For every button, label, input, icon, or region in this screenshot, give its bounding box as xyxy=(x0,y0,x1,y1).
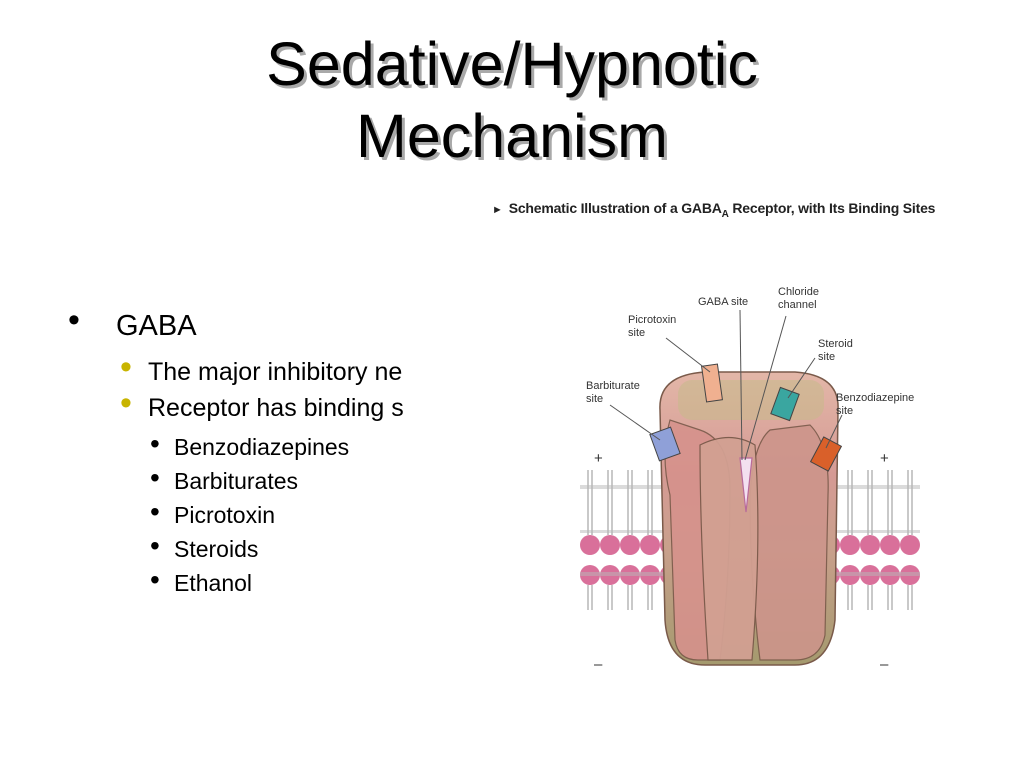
picrotoxin-site-label: Picrotoxin site xyxy=(628,314,677,339)
bullet-dot-icon: • xyxy=(150,530,160,561)
steroid-site-label: Steroid site xyxy=(818,338,853,363)
picrotoxin-site-marker xyxy=(701,363,723,403)
bullet-sub-2: Receptor has binding s xyxy=(148,394,404,422)
gaba-site-label: GABA site xyxy=(698,296,749,308)
bullet-dot-icon: • xyxy=(120,348,132,386)
caption-subscript: A xyxy=(721,208,729,220)
bullet-subsub-5: Ethanol xyxy=(174,570,253,596)
bullet-dot-icon: • xyxy=(150,462,160,493)
gaba-receptor-figure: Picrotoxin site GABA site Chloride chann… xyxy=(580,280,920,680)
bullet-gaba: GABA xyxy=(116,310,197,342)
charge-plus-right: + xyxy=(880,450,889,467)
charge-minus-left: – xyxy=(594,656,603,673)
barbiturate-site-marker xyxy=(649,426,681,462)
benzodiazepine-site-label: Benzodiazepine site xyxy=(836,392,915,417)
caption-post: Receptor, with Its Binding Sites xyxy=(728,200,936,216)
bullet-dot-icon: • xyxy=(150,496,160,527)
chloride-channel-label: Chloride channel xyxy=(778,286,819,311)
bullet-subsub-3: Picrotoxin xyxy=(174,502,275,528)
bullet-level2: • Receptor has binding s xyxy=(120,386,404,423)
title-line-1: Sedative/Hypnotic xyxy=(266,30,758,98)
figure-caption: ► Schematic Illustration of a GABAA Recep… xyxy=(492,200,935,220)
title-line-2: Mechanism xyxy=(356,102,668,170)
charge-plus-left: + xyxy=(594,450,603,467)
caption-arrow-icon: ► xyxy=(492,204,503,216)
charge-minus-right: – xyxy=(880,656,889,673)
bullet-sub-1: The major inhibitory ne xyxy=(148,358,403,386)
benzodiazepine-site-marker xyxy=(809,436,843,472)
steroid-site-marker xyxy=(770,386,800,422)
bullet-dot-icon: • xyxy=(68,301,80,339)
barbiturate-site-label: Barbiturate site xyxy=(586,380,640,405)
label-leader-lines xyxy=(609,309,843,461)
bullet-subsub-2: Barbiturates xyxy=(174,468,299,494)
receptor-body xyxy=(659,371,839,666)
bullet-subsub-1: Benzodiazepines xyxy=(174,434,350,460)
bullet-level3: • Barbiturates xyxy=(150,464,299,495)
bullet-level3: • Steroids xyxy=(150,532,259,563)
bullet-dot-icon: • xyxy=(150,428,160,459)
caption-pre: Schematic Illustration of a GABA xyxy=(508,200,722,216)
bullet-level3: • Picrotoxin xyxy=(150,498,275,529)
bullet-dot-icon: • xyxy=(120,384,132,422)
bullet-dot-icon: • xyxy=(150,564,160,595)
bullet-level3: • Ethanol xyxy=(150,566,253,597)
bullet-level2: • The major inhibitory ne xyxy=(120,350,403,387)
bullet-level3: • Benzodiazepines xyxy=(150,430,350,461)
bullet-subsub-4: Steroids xyxy=(174,536,259,562)
receptor-illustration xyxy=(580,309,920,666)
slide-title: Sedative/Hypnotic Mechanism xyxy=(0,28,1024,172)
